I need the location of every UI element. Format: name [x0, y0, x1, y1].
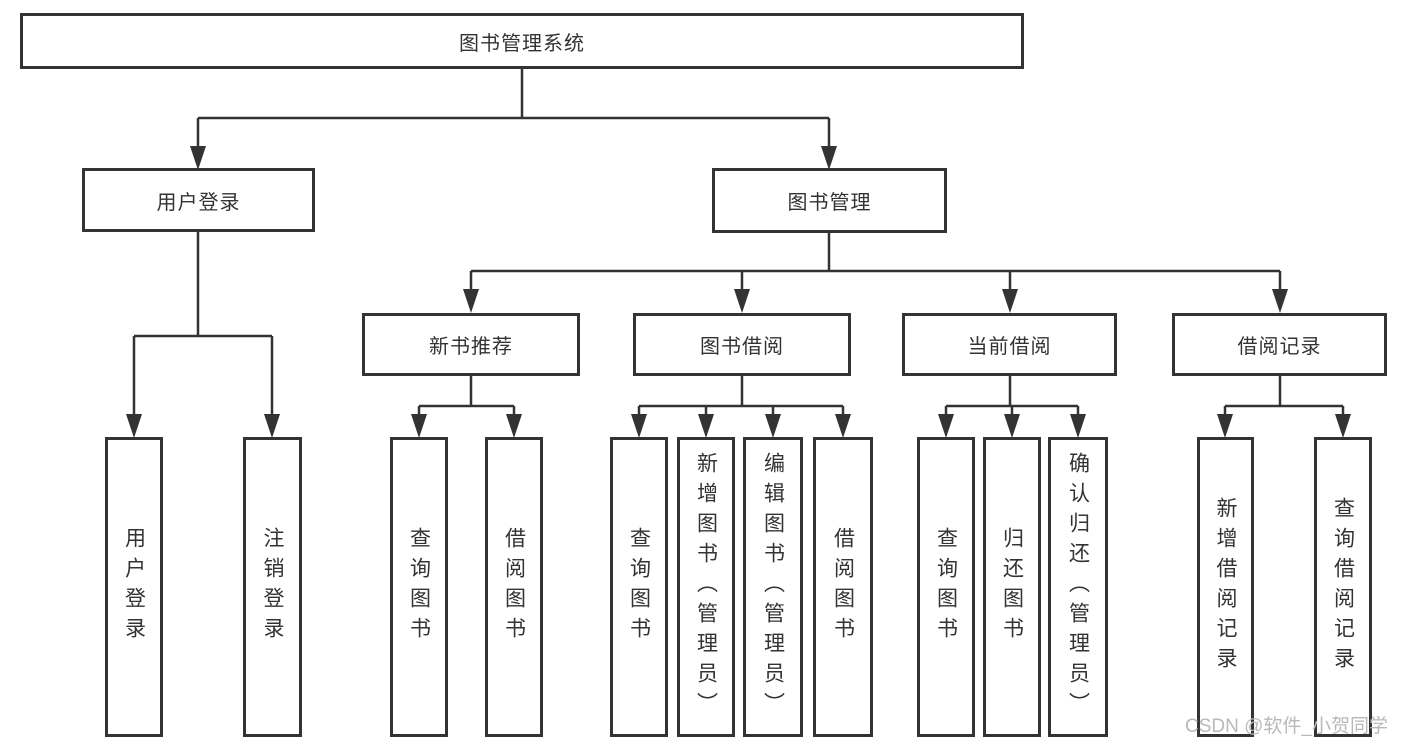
- node-user-login: 用户登录: [82, 168, 315, 232]
- node-label: 查询图书: [934, 527, 958, 647]
- node-label: 用户登录: [122, 527, 146, 647]
- node-current-borrowing: 当前借阅: [902, 313, 1117, 376]
- node-borrow-records: 借阅记录: [1172, 313, 1387, 376]
- leaf-borrow-books: 借阅图书: [813, 437, 873, 737]
- node-book-borrowing: 图书借阅: [633, 313, 851, 376]
- node-label: 编辑图书（管理员）: [761, 452, 785, 722]
- node-label: 借阅图书: [831, 527, 855, 647]
- node-library-management-system: 图书管理系统: [20, 13, 1024, 69]
- leaf-borrow-books-recommend: 借阅图书: [485, 437, 543, 737]
- leaf-edit-books-admin: 编辑图书（管理员）: [743, 437, 803, 737]
- node-label: 归还图书: [1000, 527, 1024, 647]
- node-label: 借阅记录: [1237, 336, 1322, 358]
- node-label: 图书借阅: [700, 336, 784, 358]
- node-label: 查询图书: [407, 527, 431, 647]
- node-label: 注销登录: [261, 527, 284, 647]
- node-label: 查询借阅记录: [1331, 497, 1355, 677]
- node-label: 图书管理系统: [459, 32, 585, 55]
- leaf-return-books: 归还图书: [983, 437, 1041, 737]
- leaf-add-borrow-record: 新增借阅记录: [1197, 437, 1254, 737]
- node-new-book-recommend: 新书推荐: [362, 313, 580, 376]
- leaf-query-books-borrowing: 查询图书: [610, 437, 668, 737]
- node-book-management: 图书管理: [712, 168, 947, 233]
- leaf-query-borrow-record: 查询借阅记录: [1314, 437, 1372, 737]
- leaf-query-books-recommend: 查询图书: [390, 437, 448, 737]
- node-label: 新增图书（管理员）: [694, 452, 718, 722]
- node-label: 确认归还（管理员）: [1066, 452, 1090, 722]
- leaf-query-books-current: 查询图书: [917, 437, 975, 737]
- node-label: 新书推荐: [429, 336, 513, 358]
- csdn-watermark: CSDN @软件_小贺同学: [1185, 716, 1388, 737]
- leaf-user-login: 用户登录: [105, 437, 163, 737]
- node-label: 新增借阅记录: [1214, 497, 1237, 677]
- node-label: 图书管理: [787, 192, 872, 214]
- leaf-confirm-return-admin: 确认归还（管理员）: [1048, 437, 1108, 737]
- leaf-add-books-admin: 新增图书（管理员）: [677, 437, 735, 737]
- leaf-logout: 注销登录: [243, 437, 302, 737]
- node-label: 用户登录: [156, 191, 241, 214]
- node-label: 借阅图书: [502, 527, 526, 647]
- node-label: 查询图书: [627, 527, 651, 647]
- node-label: 当前借阅: [967, 336, 1052, 358]
